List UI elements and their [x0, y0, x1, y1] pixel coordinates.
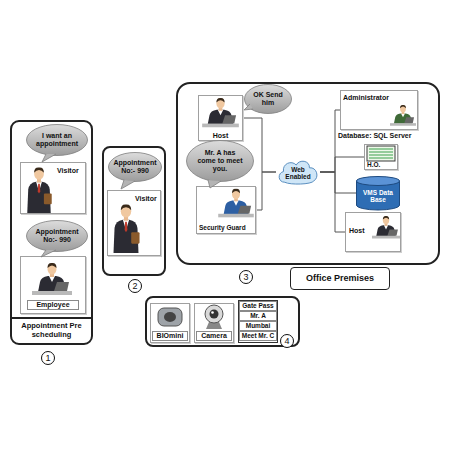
- visitor-picture: Visitor: [20, 162, 86, 214]
- location-box: Office Premises: [290, 267, 390, 290]
- network-link: [320, 157, 364, 172]
- speech-text: Appointment No:- 990: [108, 152, 162, 182]
- callout-number: 4: [280, 334, 294, 348]
- administrator-figure: [390, 105, 416, 126]
- network-link: [256, 172, 276, 210]
- location-title: Office Premises: [291, 268, 389, 289]
- speech-bubble: I want an appointment: [26, 124, 88, 156]
- webcam-icon: [205, 305, 223, 329]
- device-label: BIOmini: [152, 331, 188, 341]
- speech-text: I want an appointment: [26, 124, 88, 156]
- bubble-tails: [41, 104, 253, 257]
- database-name: VMS Data Base: [356, 176, 400, 210]
- employee-figure: [32, 263, 72, 295]
- speech-bubble: Mr. A has come to meet you.: [186, 140, 254, 182]
- host-figure: [202, 98, 239, 127]
- callout-number: 3: [239, 270, 253, 284]
- speech-text: OK Send him: [244, 84, 292, 114]
- speech-bubble: Appointment No:- 990: [26, 220, 88, 252]
- role-label: Visitor: [135, 195, 157, 203]
- guard-figure: [218, 189, 254, 217]
- fingerprint-scanner: [158, 308, 182, 326]
- speech-bubble: Appointment No:- 990: [108, 152, 162, 182]
- guard-picture: Security Guard: [196, 186, 256, 234]
- computer-frame: H.O.: [364, 144, 398, 170]
- employee-picture: Employee: [20, 256, 86, 314]
- host-figure: [372, 216, 400, 238]
- administrator-picture: Administrator: [340, 90, 418, 130]
- role-label: Employee: [27, 300, 79, 310]
- role-label: Visitor: [57, 167, 79, 175]
- speech-bubble: OK Send him: [244, 84, 292, 114]
- network-cloud: Web Enabled: [276, 158, 320, 186]
- callout-number: 1: [41, 351, 55, 365]
- step-panel: BIOmini Camera Gate PassMr. AMumbaiMeet Mr…: [145, 296, 300, 347]
- host-picture: Host: [198, 95, 243, 141]
- host-picture: Host: [345, 212, 401, 252]
- step-panel: Host OK Send him AdministratorH.O. VMS Data…: [176, 82, 440, 265]
- office-label: H.O.: [367, 161, 380, 168]
- device-picture: Camera: [194, 303, 234, 343]
- step-panel: I want an appointmentVisitorAppointment …: [10, 120, 93, 345]
- role-label: Host: [199, 132, 242, 140]
- device-picture: BIOmini: [150, 303, 190, 343]
- visitor-figure: [27, 167, 51, 213]
- pass-field: Gate Pass: [239, 301, 277, 311]
- monitor-icon: [367, 146, 395, 161]
- role-label: Security Guard: [199, 224, 246, 231]
- caption-band: Appointment Pre scheduling: [12, 317, 91, 343]
- speech-text: Appointment No:- 990: [26, 220, 88, 252]
- visitor-figure: [114, 205, 140, 253]
- annotation-label: Database: SQL Server: [338, 132, 411, 140]
- role-label: Host: [349, 227, 365, 235]
- gate-pass-card: Gate PassMr. AMumbaiMeet Mr. C: [238, 300, 278, 343]
- database-cylinder: VMS Data Base: [356, 176, 400, 210]
- network-link: [320, 172, 345, 232]
- role-label: Administrator: [343, 94, 389, 102]
- pass-field: Mumbai: [239, 321, 277, 331]
- callout-number: 2: [128, 279, 142, 293]
- device-label: Camera: [196, 331, 232, 341]
- pass-field: Meet Mr. C: [239, 331, 277, 341]
- speech-text: Mr. A has come to meet you.: [186, 140, 254, 182]
- network-link: [320, 110, 340, 172]
- network-label: Web Enabled: [276, 158, 320, 186]
- step-panel: Appointment No:- 990Visitor2: [102, 146, 166, 276]
- pass-field: Mr. A: [239, 311, 277, 321]
- network-link: [320, 172, 356, 193]
- step-caption: Appointment Pre scheduling: [12, 319, 91, 343]
- visitor-picture: Visitor: [107, 190, 161, 256]
